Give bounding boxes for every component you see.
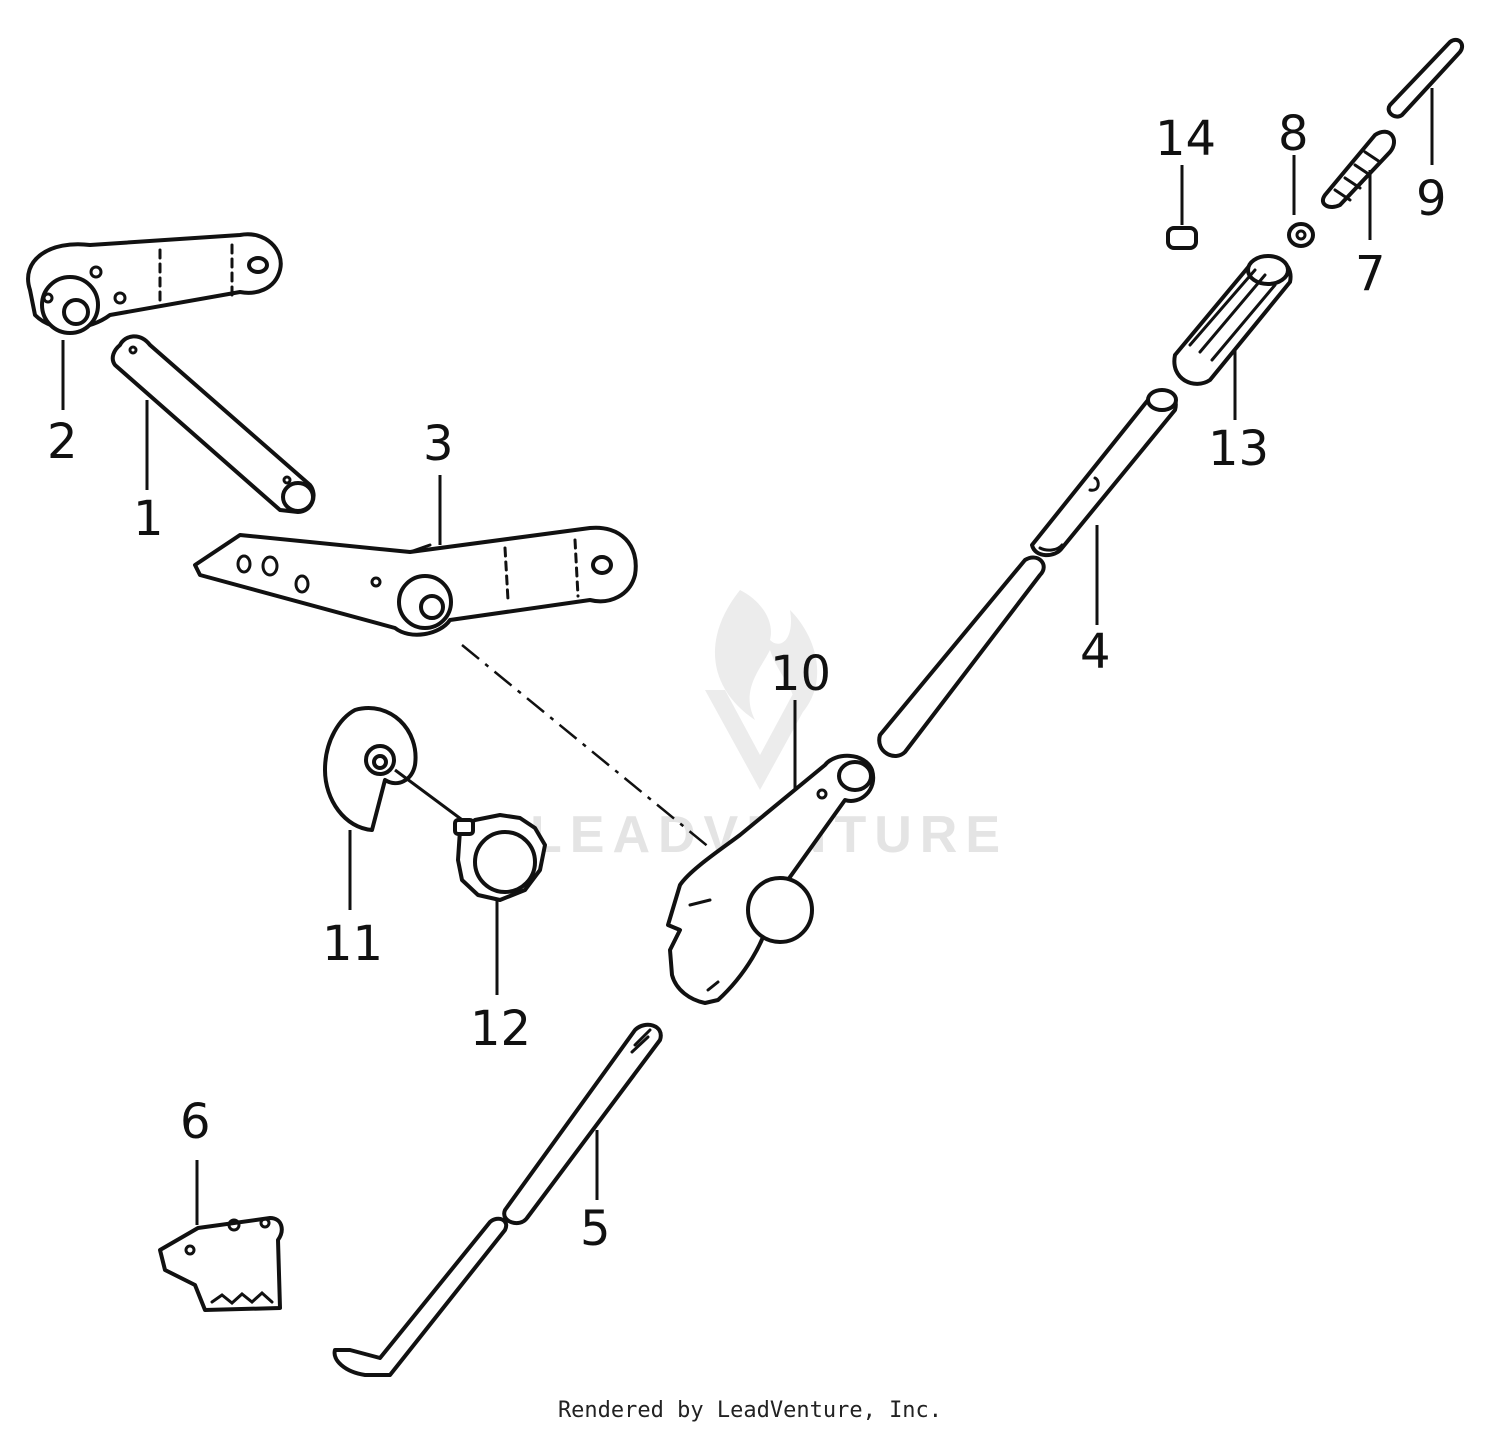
part-13-grip[interactable] — [1172, 254, 1293, 386]
callout-1: 1 — [133, 491, 164, 547]
callout-12: 12 — [470, 1001, 531, 1057]
part-10-lever[interactable] — [666, 753, 876, 1005]
part-4-tube[interactable] — [877, 388, 1178, 758]
callout-9: 9 — [1416, 171, 1447, 227]
callout-8: 8 — [1278, 106, 1309, 162]
part-8-washer[interactable] — [1287, 222, 1315, 248]
assembly-center-line — [461, 644, 711, 849]
footer-credit: Rendered by LeadVenture, Inc. — [557, 1398, 943, 1423]
callout-4: 4 — [1080, 624, 1111, 680]
callout-7: 7 — [1355, 246, 1386, 302]
callout-3: 3 — [423, 416, 454, 472]
part-3-arm[interactable] — [193, 525, 638, 637]
part-9-pin[interactable] — [1386, 37, 1465, 119]
callout-2: 2 — [47, 414, 78, 470]
callout-14: 14 — [1155, 111, 1216, 167]
leader-lines — [61, 88, 1434, 1225]
part-11-plate[interactable] — [323, 706, 466, 832]
part-14-nut[interactable] — [1166, 226, 1198, 250]
part-7-spring[interactable] — [1320, 129, 1396, 209]
part-2-arm[interactable] — [26, 232, 283, 335]
callout-6: 6 — [180, 1094, 211, 1150]
callout-5: 5 — [580, 1201, 611, 1257]
callout-13: 13 — [1208, 421, 1269, 477]
part-12-knob[interactable] — [453, 813, 547, 902]
part-6-bracket[interactable] — [158, 1216, 284, 1312]
callout-11: 11 — [322, 916, 383, 972]
part-1-shaft[interactable] — [110, 334, 316, 514]
callout-10: 10 — [770, 646, 831, 702]
part-5-rod[interactable] — [332, 1022, 663, 1377]
